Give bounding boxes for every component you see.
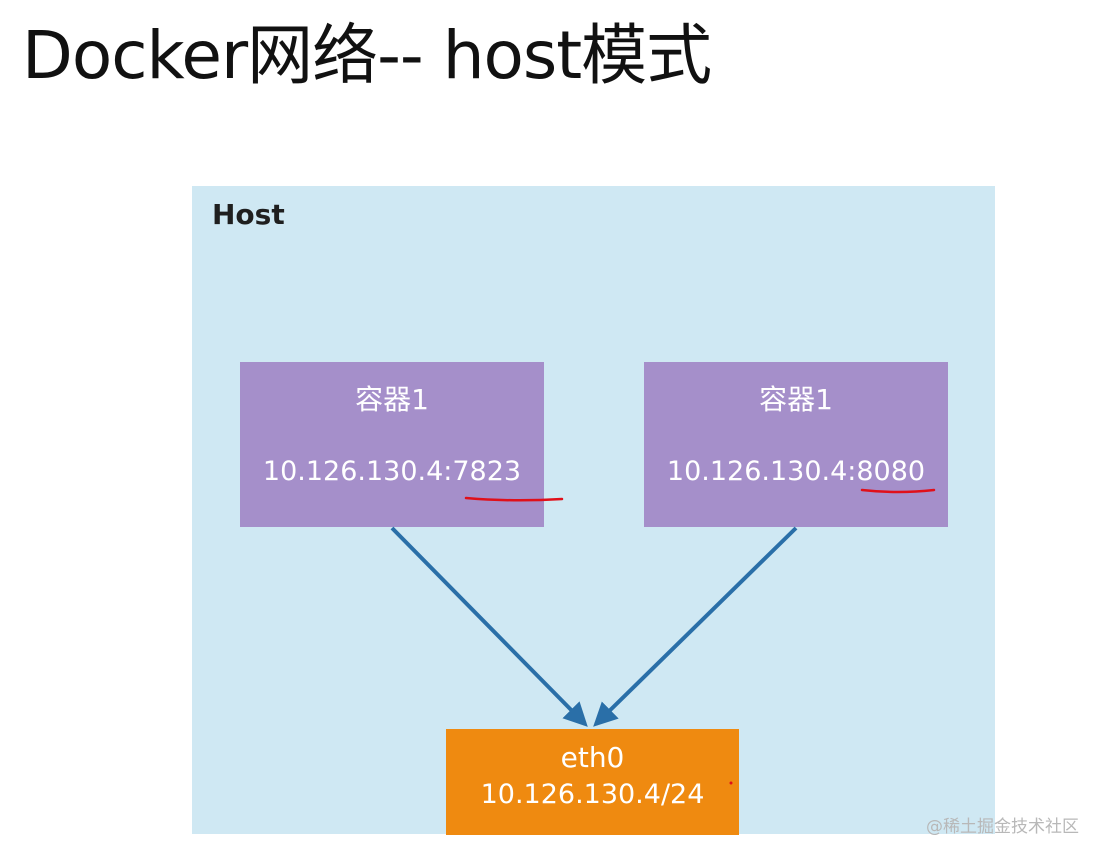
container-address: 10.126.130.4:8080 — [666, 456, 926, 487]
container-box-left: 容器1 10.126.130.4:7823 — [240, 362, 544, 527]
slide-title: Docker网络-- host模式 — [22, 17, 712, 94]
container-box-right: 容器1 10.126.130.4:8080 — [644, 362, 948, 527]
container-address: 10.126.130.4:7823 — [262, 456, 522, 487]
container-name: 容器1 — [759, 383, 833, 416]
interface-name: eth0 — [560, 741, 625, 774]
host-label: Host — [212, 198, 285, 231]
watermark: @稀土掘金技术社区 — [926, 817, 1079, 837]
interface-address: 10.126.130.4/24 — [480, 779, 705, 810]
container-name: 容器1 — [355, 383, 429, 416]
eth0-interface-box: eth0 10.126.130.4/24 — [446, 729, 739, 835]
